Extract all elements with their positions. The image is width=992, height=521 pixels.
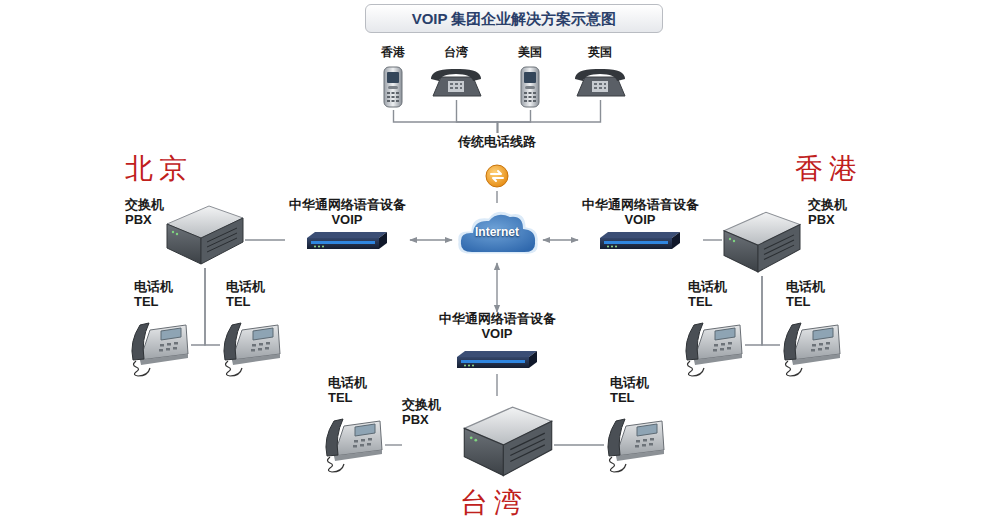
telephone-node: 电话机 TEL bbox=[128, 280, 191, 378]
node-label: 电话机 TEL bbox=[610, 376, 666, 406]
connector-line bbox=[496, 191, 497, 203]
internet-node: Internet bbox=[452, 203, 543, 263]
telephone-node: 电话机 TEL bbox=[682, 280, 745, 378]
connector-arrow bbox=[410, 239, 452, 240]
connector-line bbox=[496, 374, 497, 396]
voip-node: 中华通网络语音设备 VOIP bbox=[285, 198, 410, 254]
connector-arrow bbox=[543, 239, 578, 240]
title-box: VOIP 集团企业解决方案示意图 bbox=[365, 4, 663, 33]
node-label: 中华通网络语音设备 VOIP bbox=[578, 198, 702, 228]
connector-line bbox=[703, 239, 722, 240]
node-label: 电话机 TEL bbox=[328, 376, 384, 406]
node-label: 交换机 PBX bbox=[125, 198, 179, 228]
pbx-box-icon bbox=[462, 400, 554, 478]
connector-arrow bbox=[496, 263, 497, 312]
office-phone-icon bbox=[604, 406, 666, 472]
office-phone-icon bbox=[322, 406, 384, 472]
connector-line bbox=[457, 100, 498, 133]
region-label: 香港 bbox=[795, 150, 863, 188]
voip-node: 中华通网络语音设备 VOIP bbox=[435, 312, 560, 374]
office-phone-icon bbox=[128, 310, 190, 376]
phone-line-node: 传统电话线路 bbox=[447, 133, 548, 191]
node-label: 英国 bbox=[572, 46, 628, 60]
region-label: 北京 bbox=[125, 150, 193, 188]
node-label: 交换机 PBX bbox=[808, 198, 862, 228]
connector-line bbox=[191, 268, 205, 345]
pbx-box-icon bbox=[165, 200, 245, 266]
pbx-node: 交换机 PBX bbox=[125, 198, 245, 268]
node-label: 传统电话线路 bbox=[447, 135, 547, 150]
phone-line-icon bbox=[485, 164, 509, 188]
office-phone-icon bbox=[682, 310, 744, 376]
node-label: 电话机 TEL bbox=[226, 280, 282, 310]
node-label: 台湾 bbox=[428, 46, 484, 60]
node-label: 交换机 PBX bbox=[402, 398, 456, 428]
desk-phone-icon bbox=[428, 66, 484, 98]
node-label: Internet bbox=[452, 226, 542, 240]
mobile-phone-icon bbox=[520, 66, 540, 108]
telephone-node: 电话机 TEL bbox=[604, 376, 667, 474]
region-label: 台湾 bbox=[460, 484, 528, 521]
telephone-node: 电话机 TEL bbox=[322, 376, 385, 474]
pbx-node: 交换机 PBX bbox=[402, 396, 554, 482]
connector-line bbox=[554, 444, 604, 445]
connector-line bbox=[762, 276, 780, 345]
node-label: 美国 bbox=[512, 46, 548, 60]
remote-phone: 英国 bbox=[572, 46, 629, 100]
remote-phone: 香港 bbox=[375, 46, 412, 110]
telephone-node: 电话机 TEL bbox=[780, 280, 843, 378]
node-label: 电话机 TEL bbox=[786, 280, 842, 310]
mobile-phone-icon bbox=[383, 66, 403, 108]
node-label: 中华通网络语音设备 VOIP bbox=[285, 198, 409, 228]
remote-phone: 台湾 bbox=[428, 46, 485, 100]
connector-line bbox=[385, 444, 402, 445]
connector-line bbox=[245, 239, 285, 240]
connector-line bbox=[498, 100, 601, 133]
node-label: 电话机 TEL bbox=[134, 280, 190, 310]
office-phone-icon bbox=[220, 310, 282, 376]
node-label: 中华通网络语音设备 VOIP bbox=[435, 312, 559, 342]
telephone-node: 电话机 TEL bbox=[220, 280, 283, 378]
voip-device-icon bbox=[307, 231, 387, 251]
voip-device-icon bbox=[600, 231, 680, 251]
remote-phone: 美国 bbox=[512, 46, 549, 110]
connector-line bbox=[745, 276, 762, 345]
office-phone-icon bbox=[780, 310, 842, 376]
node-label: 香港 bbox=[375, 46, 411, 60]
voip-node: 中华通网络语音设备 VOIP bbox=[578, 198, 703, 254]
title-text: VOIP 集团企业解决方案示意图 bbox=[412, 10, 617, 27]
voip-device-icon bbox=[457, 350, 537, 370]
connector-line bbox=[205, 268, 220, 345]
desk-phone-icon bbox=[572, 66, 628, 98]
pbx-box-icon bbox=[722, 206, 802, 274]
node-label: 电话机 TEL bbox=[688, 280, 744, 310]
pbx-node: 交换机 PBX bbox=[722, 198, 863, 276]
